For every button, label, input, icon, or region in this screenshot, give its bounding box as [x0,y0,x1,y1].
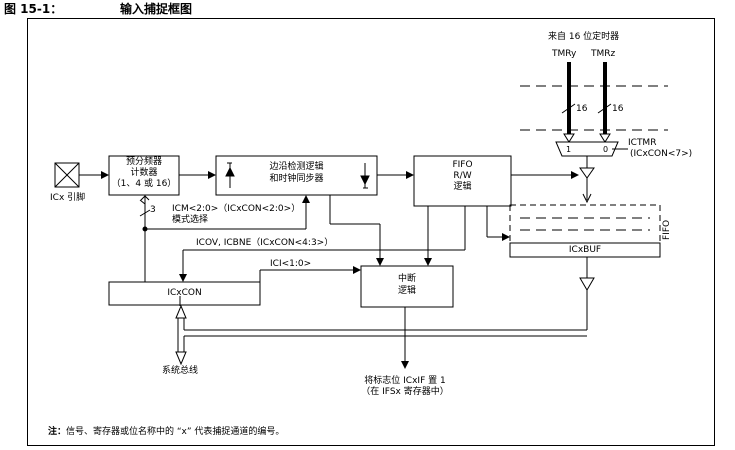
ictmr-register: (ICxCON<7>) [630,149,693,159]
ictmr-label: ICTMR [628,138,657,148]
tmrz-bus-slash [597,103,612,114]
flag-output-line2: （在 IFSx 寄存器中） [361,387,449,397]
mux-input-1: 1 [566,145,572,154]
icxcon-label: ICxCON [167,288,202,298]
tmry-bus-slash [561,103,576,114]
edge-detect-line2: 和时钟同步器 [269,174,324,184]
fifo-logic-line1: FIFO [452,160,473,170]
figure-number: 图 15-1： [4,2,63,16]
tmry-bus-width: 16 [576,104,588,114]
fifo-box [509,204,661,244]
interrupt-logic-box [360,265,454,308]
fifo-logic-line3: 逻辑 [453,182,472,192]
footnote-text: 信号、寄存器或位名称中的 “x” 代表捕捉通道的编号。 [66,427,285,437]
tmrz-bus-arrowhead [599,133,611,143]
icxbuf-output-buffer [579,277,595,291]
icxbuf-box [509,242,661,258]
mode-select-line2: 模式选择 [172,215,209,225]
icxbuf-label: ICxBUF [568,245,602,255]
tmrz-bus-width: 16 [612,104,624,114]
footnote: 注：信号、寄存器或位名称中的 “x” 代表捕捉通道的编号。 [48,424,284,437]
icxcon-box [108,281,261,306]
figure-title: 输入捕捉框图 [120,2,193,16]
edge-detect-line1: 边沿检测逻辑 [269,162,324,172]
prescaler-line1: 预分频器 [125,157,162,167]
pin-label: ICx 引脚 [50,193,86,203]
tmry-label: TMRy [552,49,577,59]
timer-mux [555,141,619,157]
prescaler-line3: （1、4 或 16） [111,179,177,189]
ici-label: ICI<1:0> [270,259,312,269]
mode-select-bus-width: 3 [150,205,156,215]
fifo-label: FIFO [662,219,672,240]
interrupt-line1: 中断 [397,274,416,284]
system-bus-label: 系统总线 [162,366,199,376]
prescaler-line2: 计数器 [130,168,158,178]
status-bits-label: ICOV, ICBNE（ICxCON<4:3>） [196,238,334,248]
fifo-rw-logic-box [413,155,512,207]
system-bus [175,296,588,366]
flag-output-line1: 将标志位 ICxIF 置 1 [364,376,446,386]
diagram-frame [27,18,715,446]
mode-select-line1: ICM<2:0>（ICxCON<2:0>） [172,204,301,214]
tmry-bus-arrowhead [563,133,575,143]
tmrz-label: TMRz [591,49,616,59]
fifo-logic-line2: R/W [453,171,472,181]
interrupt-line2: 逻辑 [397,286,416,296]
footnote-prefix: 注： [48,427,67,437]
timer-source-caption: 来自 16 位定时器 [548,32,620,42]
fifo-input-buffer [579,167,595,179]
mux-input-0: 0 [603,145,609,154]
